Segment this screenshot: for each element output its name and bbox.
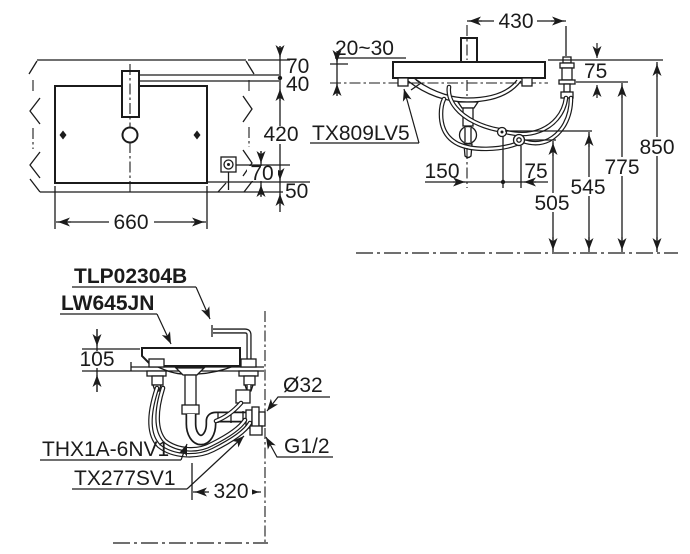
basin-underside	[407, 80, 522, 103]
lavatory-section-outline	[141, 347, 241, 367]
dim-850: 850	[639, 136, 674, 159]
drain-flange	[456, 101, 480, 109]
dim-430: 430	[498, 10, 533, 33]
mounting-bolt-left	[146, 358, 167, 392]
lavatory-side-outline	[392, 61, 546, 79]
popup-ball	[458, 125, 478, 145]
break-mark-left	[28, 60, 41, 193]
dim-505: 505	[534, 192, 569, 215]
label-trap-code: TX277SV1	[74, 467, 176, 490]
plan-view: 70 40 420 70 50 660	[28, 45, 310, 234]
stop-valve-body	[235, 389, 251, 404]
label-supply-thread: G1/2	[284, 435, 330, 458]
dim-40: 40	[286, 73, 309, 96]
drain-hole-plan	[121, 126, 139, 144]
dim-wall-gap: 20~30	[335, 37, 394, 60]
elevation-view: 430 20~30 TX809LV5 75 850 775 545 505	[310, 10, 678, 254]
dim-660: 660	[113, 211, 148, 234]
dim-75-rim: 75	[584, 60, 607, 83]
label-supply-valve-code: THX1A-6NV1	[42, 438, 169, 461]
dim-420: 420	[263, 123, 298, 146]
dim-320: 320	[213, 480, 248, 503]
faucet-centerline-ext	[139, 74, 279, 82]
dim-50: 50	[285, 180, 308, 203]
faucet-shaft	[460, 37, 478, 63]
dim-70-top: 70	[286, 55, 309, 78]
dim-75-offset: 75	[524, 160, 547, 183]
label-drain-diameter: Ø32	[283, 374, 323, 397]
hanger-bracket-left	[397, 77, 409, 87]
label-faucet-code: TLP02304B	[74, 265, 187, 288]
dim-775: 775	[604, 156, 639, 179]
dim-545: 545	[570, 176, 605, 199]
trap-nut	[181, 404, 200, 415]
wall-drain-fitting	[245, 406, 266, 436]
label-lavatory-code: LW645JN	[61, 292, 154, 315]
drain-cone	[174, 367, 206, 376]
dim-70-side: 70	[250, 162, 273, 185]
label-hanger-code: TX809LV5	[312, 122, 410, 145]
dim-105: 105	[79, 348, 114, 371]
check-valve-lower	[512, 133, 526, 147]
supply-stop-valve	[558, 56, 576, 99]
section-view: 105 TLP02304B LW645JN THX1A-6NV1 TX277SV…	[40, 265, 333, 544]
mount-mark-right	[193, 130, 201, 140]
tail-pipe	[184, 374, 197, 407]
break-mark-right	[217, 60, 255, 193]
dim-150: 150	[424, 160, 459, 183]
mount-mark-left	[59, 130, 67, 140]
hanger-bracket-right	[521, 77, 533, 87]
